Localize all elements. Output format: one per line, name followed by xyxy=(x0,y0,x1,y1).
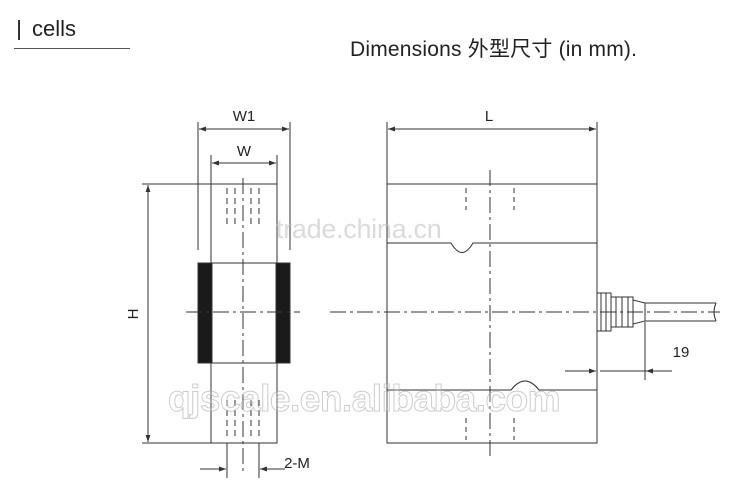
label-w: W xyxy=(237,143,252,160)
side-view xyxy=(330,122,720,460)
dimensions-title: Dimensions 外型尺寸 (in mm). xyxy=(350,38,638,61)
label-thread-2m: 2-M xyxy=(284,455,310,472)
header-left: cells xyxy=(14,14,130,49)
header-left-bar xyxy=(18,20,20,40)
label-h: H xyxy=(125,309,142,320)
front-body xyxy=(210,183,278,444)
front-pad-right xyxy=(275,262,291,364)
label-l: L xyxy=(485,108,493,125)
front-view xyxy=(142,122,300,478)
header-left-label: cells xyxy=(32,16,77,41)
side-body xyxy=(386,183,598,444)
front-pad-left xyxy=(197,262,213,364)
side-body-upper xyxy=(386,183,598,391)
label-cable-19: 19 xyxy=(673,344,690,361)
label-w1: W1 xyxy=(233,108,256,125)
